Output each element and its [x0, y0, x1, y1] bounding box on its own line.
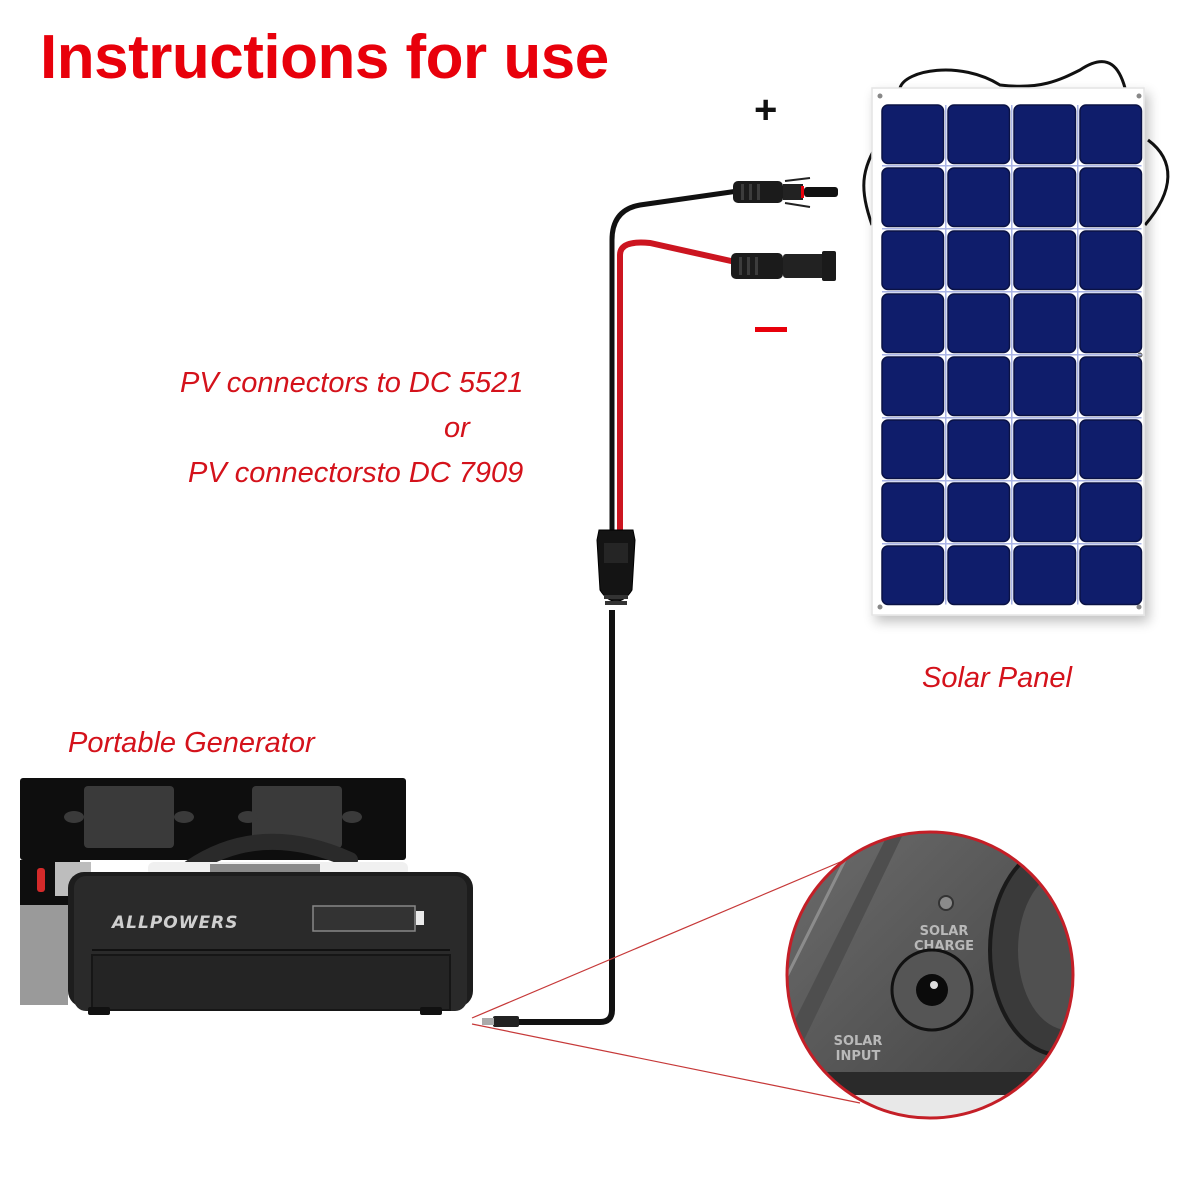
- solar-cell: [1013, 419, 1077, 480]
- pv-label-line2: PV connectorsto DC 7909: [188, 457, 524, 489]
- solar-cell: [881, 356, 945, 417]
- generator-brand-logo: ALLPOWERS: [110, 913, 238, 933]
- solar-panel-label: Solar Panel: [922, 662, 1072, 694]
- solar-cell: [881, 545, 945, 606]
- solar-cell: [947, 293, 1011, 354]
- solar-panel: [862, 60, 1170, 616]
- port-label-line2: INPUT: [836, 1049, 881, 1064]
- solar-cell: [1079, 419, 1143, 480]
- solar-cell: [881, 482, 945, 543]
- solar-cell: [947, 545, 1011, 606]
- led-label-line1: SOLAR: [920, 924, 969, 939]
- solar-cell: [1013, 293, 1077, 354]
- solar-cell: [1079, 230, 1143, 291]
- solar-cell: [947, 104, 1011, 165]
- magnifier: SOLAR CHARGE SOLAR INPUT: [471, 830, 1075, 1120]
- solar-cell: [1013, 104, 1077, 165]
- generator-label: Portable Generator: [68, 727, 315, 759]
- solar-cell: [881, 167, 945, 228]
- solar-cell: [1079, 482, 1143, 543]
- positive-marker: +: [754, 88, 778, 132]
- page-title: Instructions for use: [40, 23, 609, 92]
- solar-cell: [947, 419, 1011, 480]
- port-label-line1: SOLAR: [834, 1034, 883, 1049]
- solar-cell: [1079, 167, 1143, 228]
- solar-cell: [1079, 293, 1143, 354]
- y-cable: [482, 187, 746, 1027]
- solar-cell: [881, 419, 945, 480]
- solar-cell: [1079, 545, 1143, 606]
- portable-generator: ALLPOWERS: [20, 778, 473, 1015]
- solar-cell: [947, 167, 1011, 228]
- y-splitter: [596, 529, 636, 605]
- solar-cell: [881, 230, 945, 291]
- solar-cell-grid: [881, 104, 1143, 606]
- solar-cell: [947, 482, 1011, 543]
- solar-cell: [1013, 545, 1077, 606]
- solar-cell: [1079, 104, 1143, 165]
- pv-connector-positive: [733, 177, 838, 208]
- pv-label-line1: PV connectors to DC 5521: [180, 367, 524, 399]
- solar-cell: [881, 293, 945, 354]
- negative-marker: [755, 327, 787, 332]
- solar-cell: [947, 230, 1011, 291]
- pv-label-or: or: [444, 412, 470, 444]
- solar-cell: [1013, 167, 1077, 228]
- pv-connector-negative: [731, 251, 836, 281]
- solar-cell: [947, 356, 1011, 417]
- solar-cell: [1013, 482, 1077, 543]
- solar-cell: [1013, 230, 1077, 291]
- solar-cell: [1013, 356, 1077, 417]
- solar-cell: [1079, 356, 1143, 417]
- solar-cell: [881, 104, 945, 165]
